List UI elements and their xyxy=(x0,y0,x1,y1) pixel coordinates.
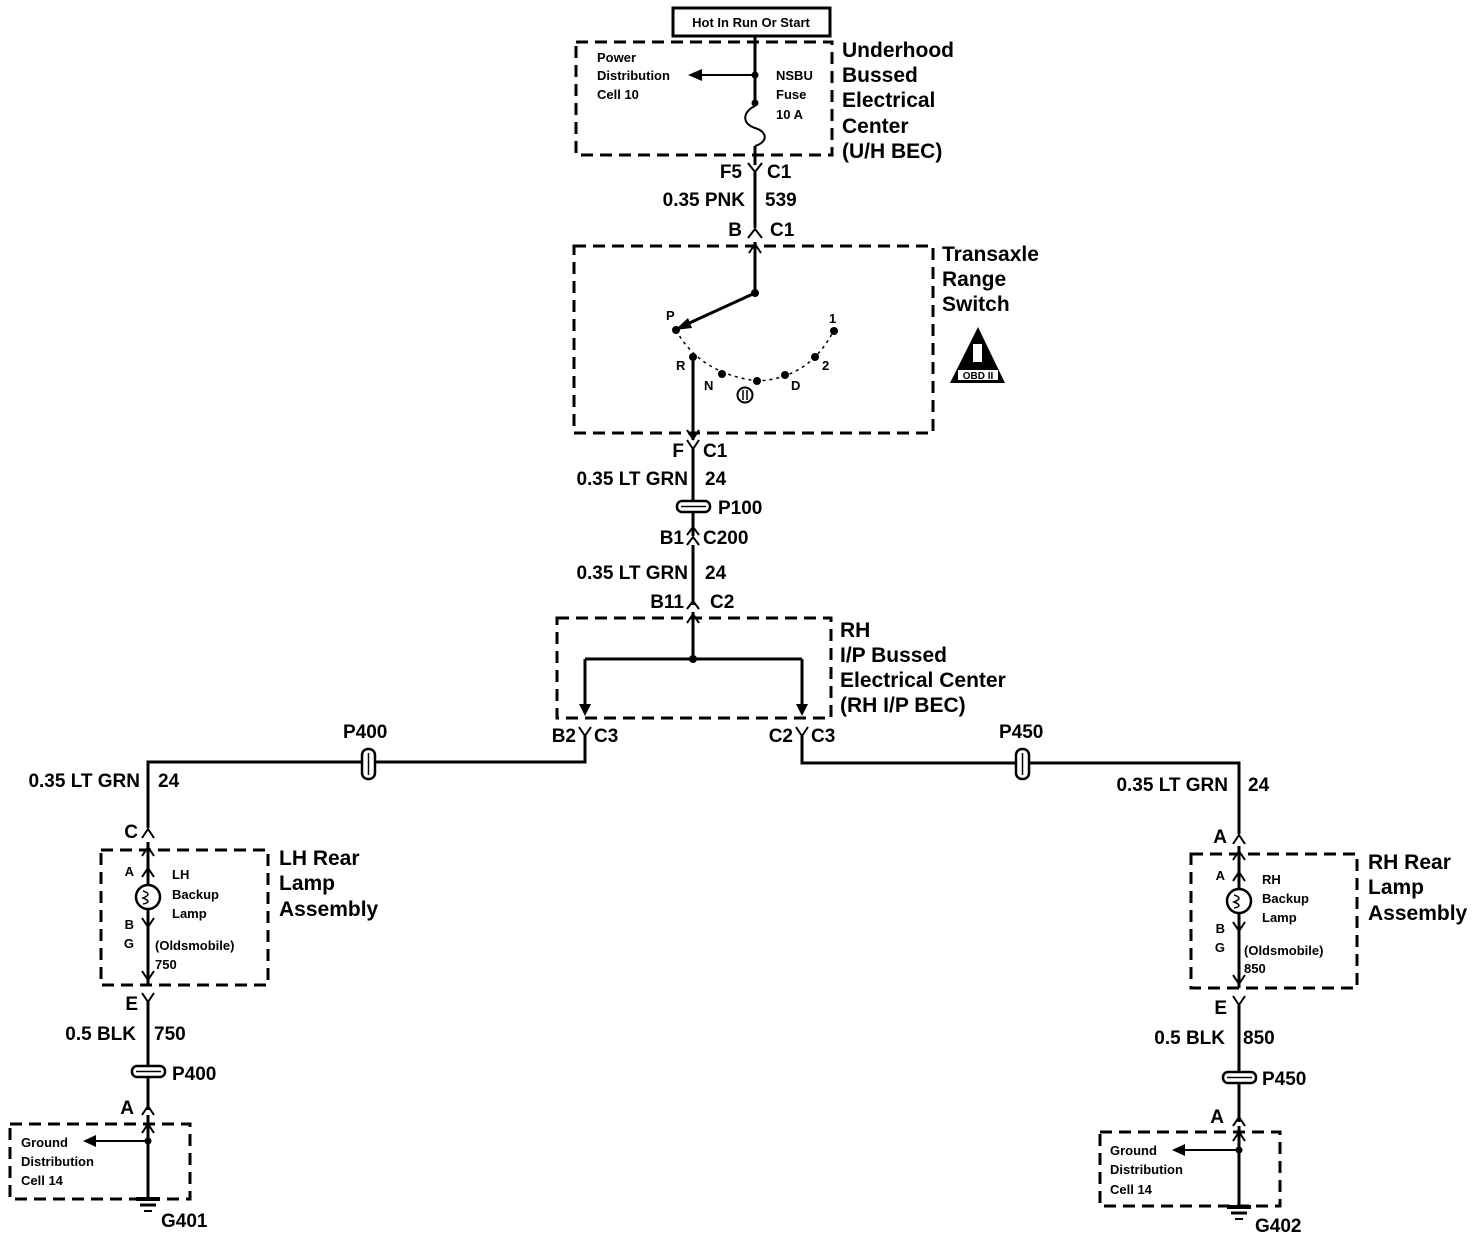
lh-oldsmobile-label: (Oldsmobile) xyxy=(155,938,234,953)
conn-c200-pin: B1 xyxy=(660,528,685,549)
fuse-symbol xyxy=(744,105,766,147)
trs-neutral-icon xyxy=(736,386,754,404)
trs-pos-1: 1 xyxy=(829,311,836,326)
splice-p400-bottom-label: P400 xyxy=(172,1064,216,1085)
obd-label: OBD II xyxy=(963,371,994,382)
conn-ubec-id: C1 xyxy=(767,162,792,183)
conn-rhip-lh-id: C3 xyxy=(594,726,618,747)
conn-lh-ground-a: A xyxy=(120,1098,134,1119)
conn-rh-lamp-e: E xyxy=(1214,998,1227,1019)
wire-539-circuit: 539 xyxy=(765,190,797,211)
rh-ground-box xyxy=(1098,1130,1282,1208)
rh-backup-lamp-label: RH Backup Lamp xyxy=(1262,872,1313,925)
lh-pin-a: A xyxy=(125,864,135,879)
wire-750-circuit: 750 xyxy=(154,1024,186,1045)
trs-pos-r: R xyxy=(676,358,686,373)
conn-rhip-in-id: C2 xyxy=(710,592,734,613)
rh-bulb-icon xyxy=(1225,887,1253,915)
lh-bulb-icon xyxy=(134,883,162,911)
trs-pos-2: 2 xyxy=(822,358,829,373)
conn-ubec-pin: F5 xyxy=(720,162,743,183)
lh-pin-g: G xyxy=(124,936,134,951)
lh-lamp-circuit: 750 xyxy=(155,957,177,972)
conn-rh-lamp-a: A xyxy=(1213,827,1227,848)
conn-lh-lamp-e: E xyxy=(125,994,138,1015)
conn-c200-id: C200 xyxy=(703,528,748,549)
lh-ground-box xyxy=(8,1122,192,1201)
lh-lamp-name: LH Rear Lamp Assembly xyxy=(279,847,379,921)
ground-g401-icon xyxy=(136,1197,160,1212)
power-source-label: Hot In Run Or Start xyxy=(692,15,810,30)
rh-lamp-name: RH Rear Lamp Assembly xyxy=(1368,851,1468,925)
trs-pos-n: N xyxy=(704,378,713,393)
trs-pos-d: D xyxy=(791,378,800,393)
splice-p450-bottom-label: P450 xyxy=(1262,1069,1306,1090)
lh-ground-distribution-label: Ground Distribution Cell 14 xyxy=(21,1135,98,1188)
conn-lh-lamp-c: C xyxy=(124,822,138,843)
trs-pos-p: P xyxy=(666,308,675,323)
conn-rhip-rh-pin: C2 xyxy=(769,726,793,747)
conn-rhip-rh-id: C3 xyxy=(811,726,835,747)
trs-name: Transaxle Range Switch xyxy=(942,243,1045,316)
wire-24-b-circuit: 24 xyxy=(705,563,727,584)
rh-pin-g: G xyxy=(1215,940,1225,955)
wire-24-rh-circuit: 24 xyxy=(1248,775,1270,796)
wire-24-lh-gauge: 0.35 LT GRN xyxy=(28,771,140,792)
conn-trs-in-pin: B xyxy=(728,220,742,241)
lh-lamp-box xyxy=(99,848,270,987)
conn-trs-in-id: C1 xyxy=(770,220,795,241)
wire-850-circuit: 850 xyxy=(1243,1028,1275,1049)
rhip-name: RH I/P Bussed Electrical Center (RH I/P … xyxy=(840,619,1012,717)
wire-24-b-gauge: 0.35 LT GRN xyxy=(576,563,688,584)
rh-ground-distribution-label: Ground Distribution Cell 14 xyxy=(1110,1143,1187,1197)
rh-oldsmobile-label: (Oldsmobile) xyxy=(1244,943,1323,958)
rh-lamp-circuit: 850 xyxy=(1244,961,1266,976)
ground-g402-label: G402 xyxy=(1255,1216,1301,1237)
lh-backup-lamp-label: LH Backup Lamp xyxy=(172,867,223,921)
wire-24-rh-gauge: 0.35 LT GRN xyxy=(1116,775,1228,796)
lh-pin-b: B xyxy=(125,917,134,932)
wire-850-gauge: 0.5 BLK xyxy=(1154,1028,1225,1049)
conn-rhip-lh-pin: B2 xyxy=(552,726,576,747)
ubec-name: Underhood Bussed Electrical Center (U/H … xyxy=(842,39,960,163)
rh-pin-b: B xyxy=(1216,921,1225,936)
splice-p450-top-label: P450 xyxy=(999,722,1043,743)
ubec-box xyxy=(574,40,834,157)
wire-24-a-gauge: 0.35 LT GRN xyxy=(576,469,688,490)
rh-pin-a: A xyxy=(1216,868,1226,883)
power-distribution-label: Power Distribution Cell 10 xyxy=(597,50,674,102)
conn-rhip-in-pin: B11 xyxy=(650,592,684,613)
nsbu-fuse-label: NSBU Fuse 10 A xyxy=(776,68,816,122)
splice-p100-label: P100 xyxy=(718,498,762,519)
rh-lamp-box xyxy=(1189,852,1359,990)
wire-539-gauge: 0.35 PNK xyxy=(663,190,746,211)
ground-g402-icon xyxy=(1227,1205,1251,1220)
conn-trs-out-pin: F xyxy=(672,441,684,462)
wire-24-a-circuit: 24 xyxy=(705,469,727,490)
conn-trs-out-id: C1 xyxy=(703,441,728,462)
wire-24-lh-circuit: 24 xyxy=(158,771,180,792)
wire-750-gauge: 0.5 BLK xyxy=(65,1024,136,1045)
power-source-box xyxy=(671,6,832,38)
ground-g401-label: G401 xyxy=(161,1211,208,1232)
splice-p400-top-label: P400 xyxy=(343,722,387,743)
conn-rh-ground-a: A xyxy=(1210,1107,1224,1128)
